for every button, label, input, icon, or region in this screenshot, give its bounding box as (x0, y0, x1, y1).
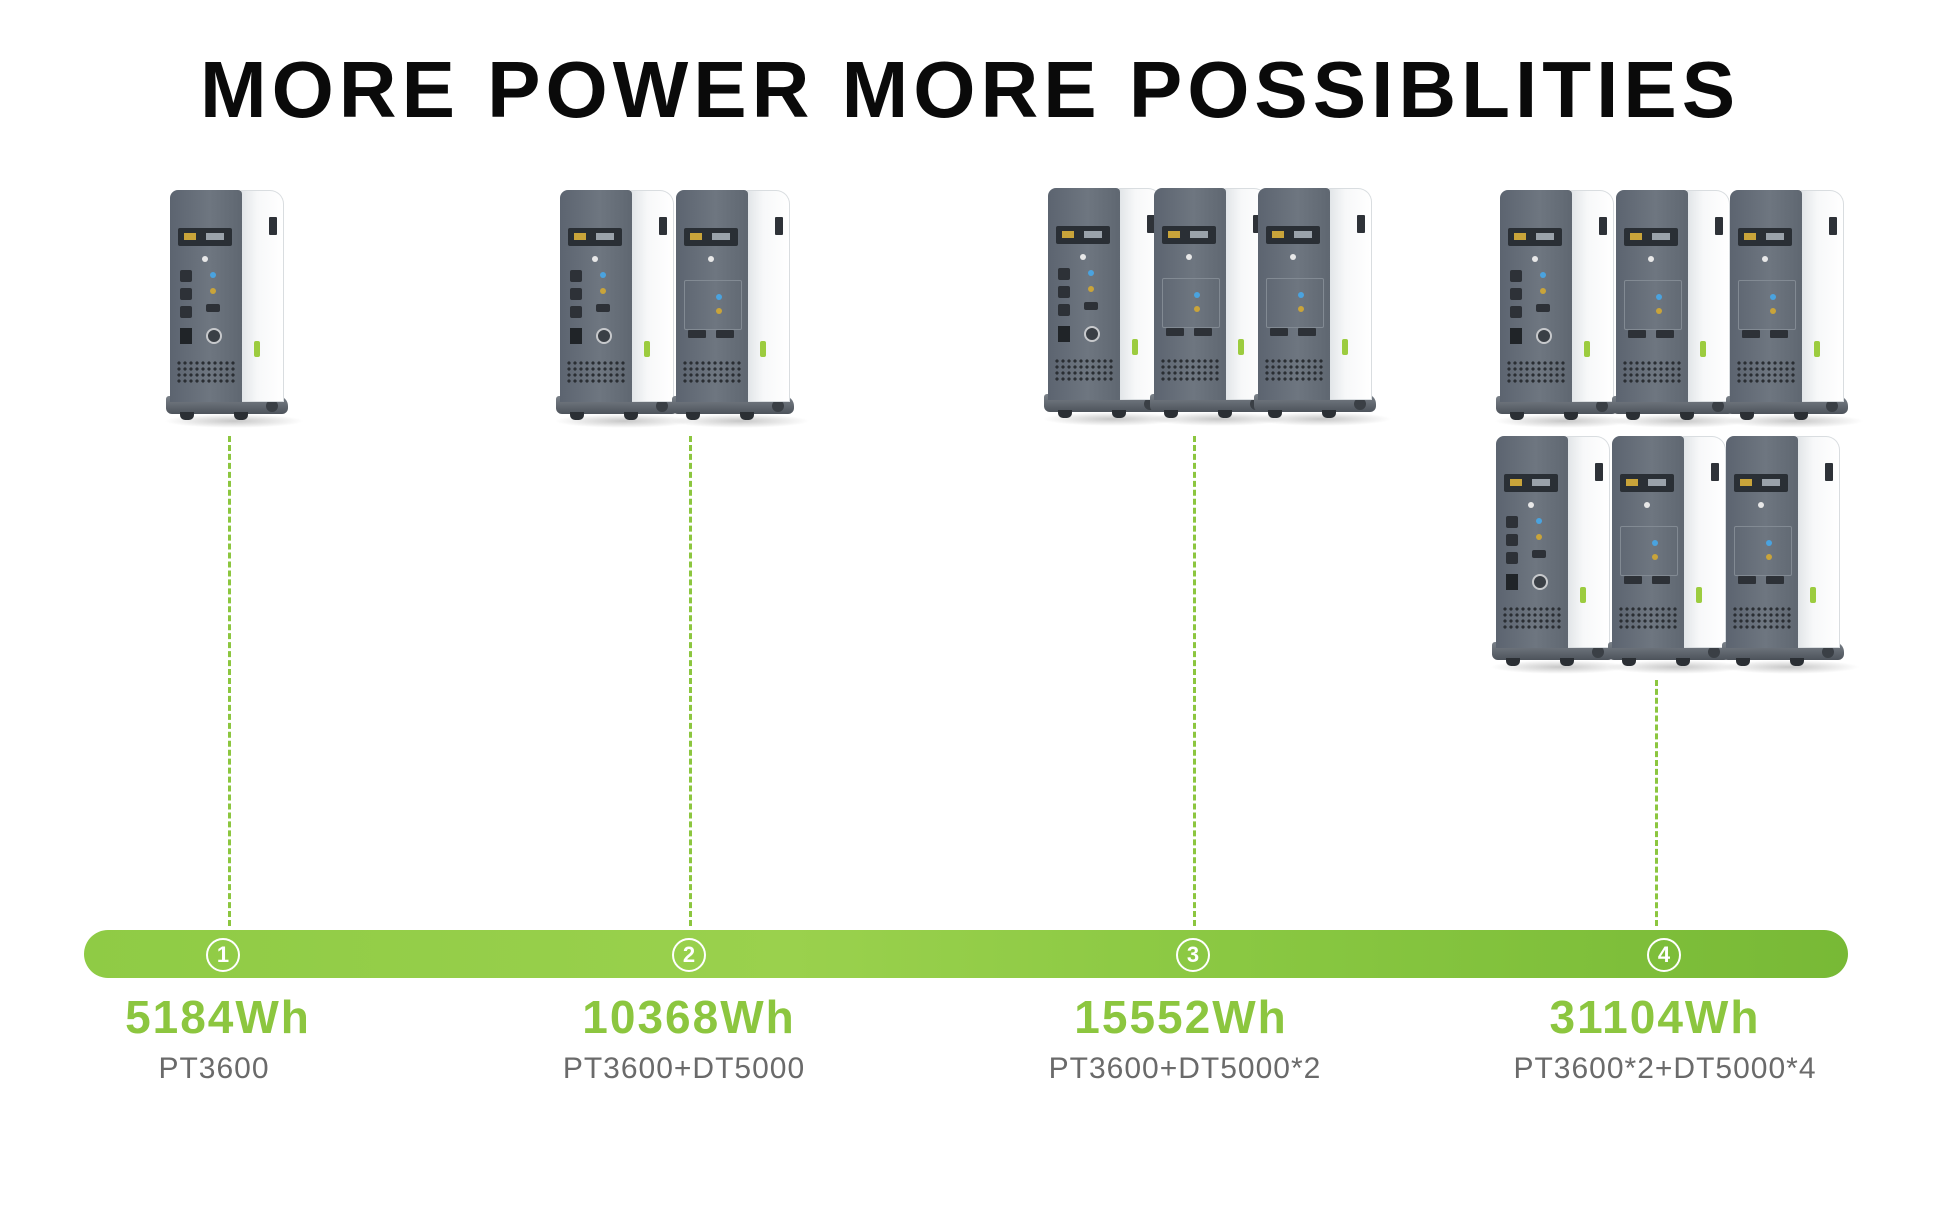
power-station-unit-4-2 (1610, 190, 1750, 428)
connector-line-4 (1655, 680, 1658, 926)
timeline-bar (84, 930, 1848, 978)
config-label-1: PT3600 (158, 1052, 270, 1085)
power-station-unit-4-4 (1490, 436, 1630, 674)
power-station-unit-3-3 (1252, 188, 1392, 426)
config-label-4: PT3600*2+DT5000*4 (1513, 1052, 1817, 1085)
power-station-unit-4-6 (1720, 436, 1860, 674)
power-station-unit-4-3 (1724, 190, 1864, 428)
connector-line-1 (228, 436, 231, 926)
step-marker-1: 1 (206, 938, 240, 972)
power-station-unit-3-2 (1148, 188, 1288, 426)
capacity-label-3: 15552Wh (1074, 991, 1288, 1043)
power-station-unit-2-1 (554, 190, 694, 428)
step-marker-2: 2 (672, 938, 706, 972)
power-station-unit-3-1 (1042, 188, 1182, 426)
capacity-label-1: 5184Wh (125, 991, 311, 1043)
connector-line-2 (689, 436, 692, 926)
page-headline: MORE POWER MORE POSSIBLITIES (199, 45, 1741, 134)
connector-line-3 (1193, 436, 1196, 926)
config-label-3: PT3600+DT5000*2 (1048, 1052, 1322, 1085)
power-station-unit-1-1 (164, 190, 304, 428)
step-marker-4: 4 (1647, 938, 1681, 972)
power-station-unit-2-2 (670, 190, 810, 428)
capacity-label-2: 10368Wh (582, 991, 796, 1043)
power-station-unit-4-5 (1606, 436, 1746, 674)
step-marker-3: 3 (1176, 938, 1210, 972)
config-label-2: PT3600+DT5000 (562, 1052, 806, 1085)
power-station-unit-4-1 (1494, 190, 1634, 428)
capacity-label-4: 31104Wh (1549, 991, 1761, 1043)
